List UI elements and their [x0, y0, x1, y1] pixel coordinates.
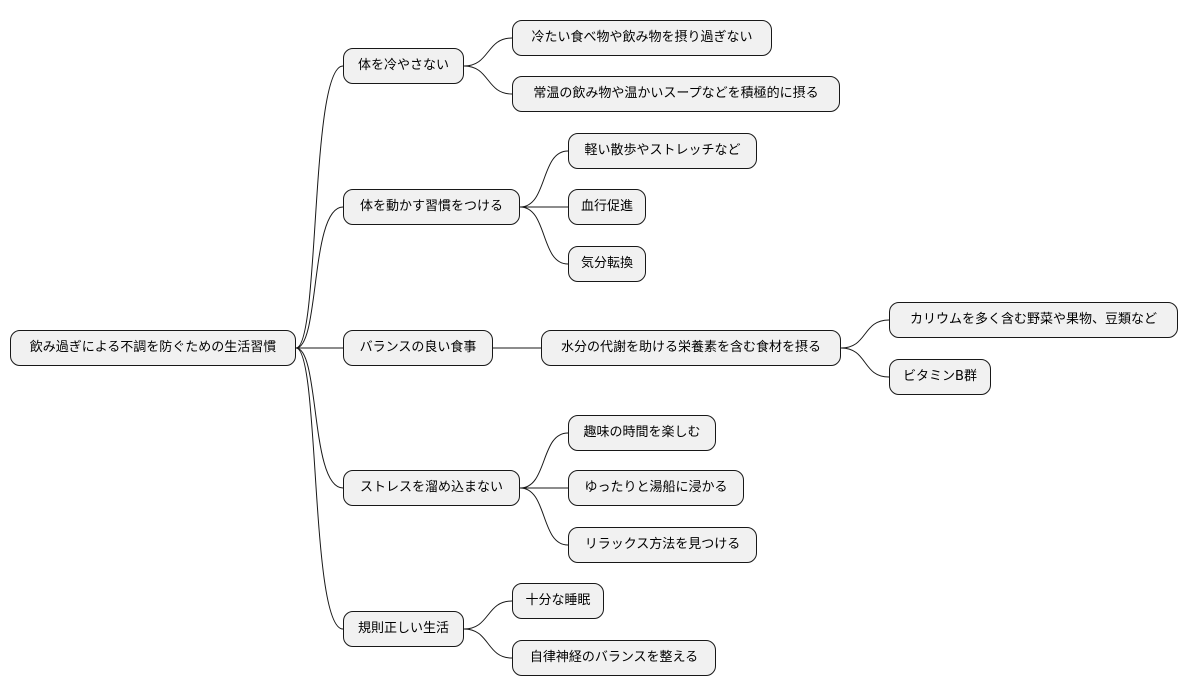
leaf-node: 十分な睡眠	[512, 583, 604, 619]
edge-branch-3-to-leaf-2	[519, 487, 569, 546]
edge-branch-3-to-leaf-0	[519, 432, 569, 489]
edge-branch-0-to-leaf-0	[463, 37, 513, 67]
branch-node-diet: バランスの良い食事	[343, 330, 493, 366]
leaf-node: 常温の飲み物や温かいスープなどを積極的に摂る	[512, 76, 840, 112]
edge-branch-4-to-leaf-0	[463, 600, 513, 630]
edge-root-to-branch-0	[295, 65, 344, 349]
leaf-node: カリウムを多く含む野菜や果物、豆類など	[889, 302, 1178, 338]
branch-node-exercise: 体を動かす習慣をつける	[343, 189, 520, 225]
leaf-node: 血行促進	[568, 189, 646, 225]
edge-root-to-branch-3	[295, 347, 344, 489]
edge-sub-to-leaf-0	[840, 319, 890, 349]
leaf-node: ビタミンB群	[889, 359, 991, 395]
edge-sub-to-leaf-1	[840, 347, 890, 378]
leaf-node: リラックス方法を見つける	[568, 527, 757, 563]
leaf-node: 軽い散歩やストレッチなど	[568, 133, 757, 169]
edge-branch-1-to-leaf-2	[519, 206, 569, 265]
branch-node-stress: ストレスを溜め込まない	[343, 470, 520, 506]
root-node: 飲み過ぎによる不調を防ぐための生活習慣	[10, 330, 296, 366]
branch-node-regular-life: 規則正しい生活	[343, 611, 464, 647]
branch-node-keep-warm: 体を冷やさない	[343, 48, 464, 84]
leaf-node: 冷たい食べ物や飲み物を摂り過ぎない	[512, 20, 772, 56]
edge-root-to-branch-4	[295, 347, 344, 630]
edge-branch-0-to-leaf-1	[463, 65, 513, 95]
sub-branch-node: 水分の代謝を助ける栄養素を含む食材を摂る	[541, 330, 841, 366]
leaf-node: 気分転換	[568, 246, 646, 282]
edge-branch-4-to-leaf-1	[463, 628, 513, 659]
leaf-node: 自律神経のバランスを整える	[512, 640, 716, 676]
edge-root-to-branch-1	[295, 206, 344, 349]
edge-branch-1-to-leaf-0	[519, 150, 569, 208]
leaf-node: ゆったりと湯船に浸かる	[568, 470, 744, 506]
leaf-node: 趣味の時間を楽しむ	[568, 415, 716, 451]
